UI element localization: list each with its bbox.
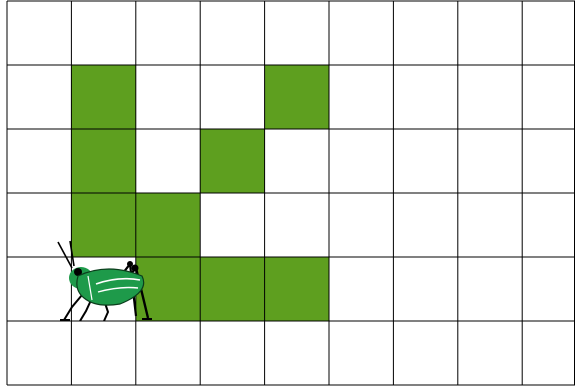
- filled-cell[interactable]: [71, 129, 135, 193]
- filled-cell[interactable]: [136, 193, 200, 257]
- antenna-left: [58, 242, 72, 268]
- filled-cell[interactable]: [200, 129, 264, 193]
- filled-cell[interactable]: [71, 193, 135, 257]
- grid-lines: [7, 1, 575, 385]
- front-leg-1: [64, 295, 82, 320]
- filled-cell[interactable]: [265, 257, 329, 321]
- filled-cell[interactable]: [71, 65, 135, 129]
- filled-cell[interactable]: [265, 65, 329, 129]
- filled-cell[interactable]: [200, 257, 264, 321]
- knee-joint-2: [127, 261, 133, 267]
